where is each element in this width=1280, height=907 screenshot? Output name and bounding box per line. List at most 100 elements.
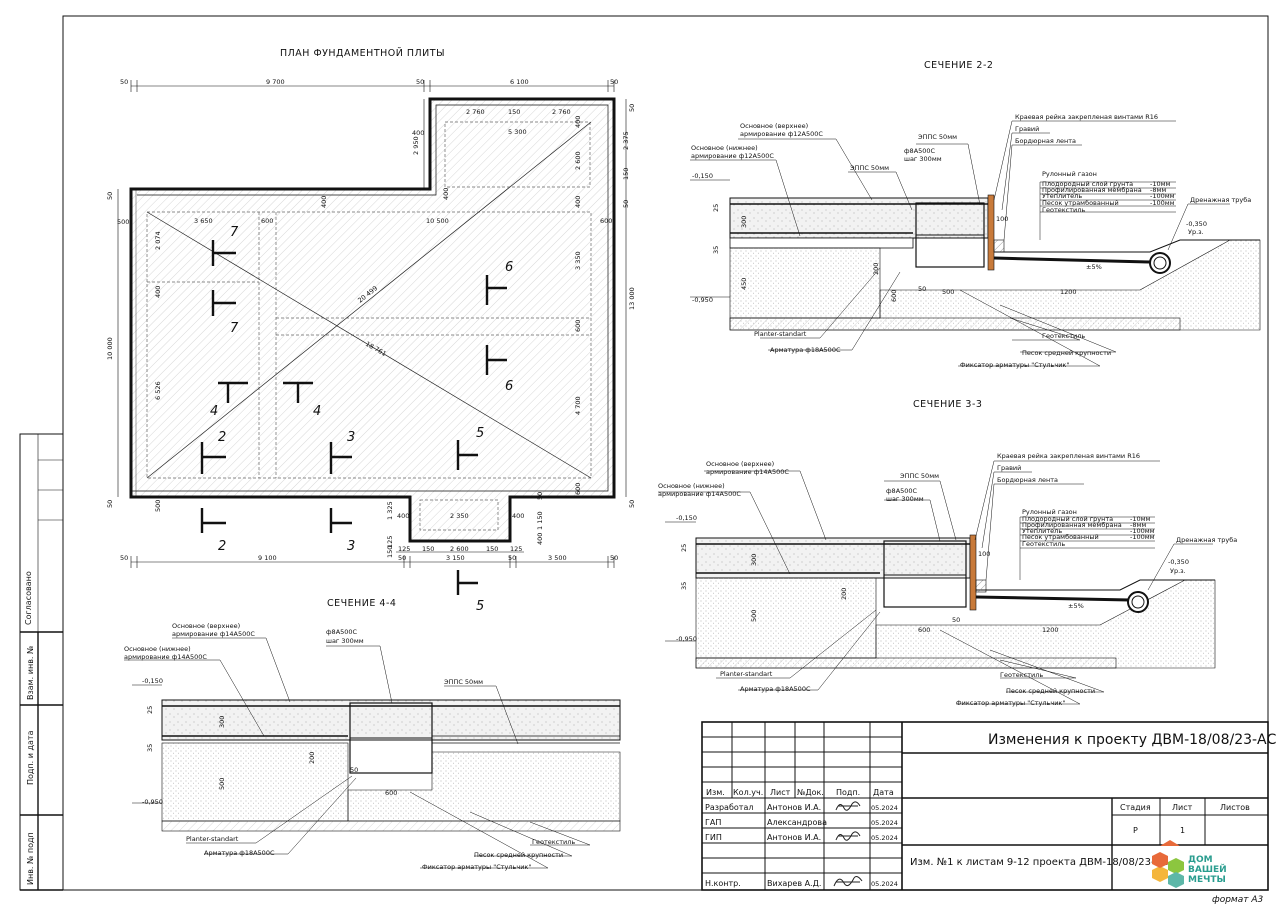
dim-inner-14: 2 350 (450, 512, 469, 520)
s44-d35: 35 (146, 744, 154, 752)
r2-role: ГАП (705, 818, 721, 827)
dim-inner-1: 150 (508, 108, 520, 116)
s22-rail: Краевая рейка закрепленая винтами R16 (1015, 113, 1158, 121)
foundation-plan: ПЛАН ФУНДАМЕНТНОЙ ПЛИТЫ 20 499 18 761 50… (106, 47, 636, 614)
dim-right-7: 4 700 (574, 396, 582, 415)
r4-name: Вихарев А.Д. (767, 879, 821, 888)
dim-bot-5: 3 500 (548, 554, 567, 562)
margin-agreed: Согласовано (24, 571, 33, 625)
s44-stirrup: ф8А500С (326, 628, 358, 636)
s22-d600: 600 (890, 290, 898, 302)
dim-left-6: 500 (154, 500, 162, 512)
s33-drain: Дренажная труба (1176, 536, 1237, 544)
s22-sand: Песок утрамбованный (1042, 199, 1119, 207)
s33-sand-v: -100мм (1130, 533, 1155, 541)
s33-armat: Арматура ф18А500С (740, 685, 811, 693)
dim-inner-11: 400 (442, 188, 450, 200)
s22-epps2: ЭППС 50мм (918, 133, 957, 141)
s33-rail: Краевая рейка закрепленая винтами R16 (997, 452, 1140, 460)
title-block: Изм. Кол.уч. Лист №Док. Подп. Дата Разра… (701, 721, 1277, 891)
s33-d100: 100 (978, 550, 990, 558)
margin-sign-date: Подп. и дата (26, 730, 35, 785)
s44-d300: 300 (218, 716, 226, 728)
s33-stirrup2: шаг 300мм (886, 495, 924, 503)
s44-d25: 25 (146, 706, 154, 714)
plan-title: ПЛАН ФУНДАМЕНТНОЙ ПЛИТЫ (280, 47, 445, 59)
s22-membrane: Профилированная мембрана (1042, 186, 1142, 194)
s33-stirrup: ф8А500С (886, 487, 918, 495)
dim-inner-16: 400 (512, 512, 524, 520)
s33-d35: 35 (680, 582, 688, 590)
s22-lawn: Рулонный газон (1042, 170, 1097, 178)
s22-stirrup: ф8А500С (904, 147, 936, 155)
s33-d600: 600 (918, 626, 930, 634)
dim-inner-6: 10 500 (426, 217, 449, 225)
stamp-title: Изменения к проекту ДВМ-18/08/23-АС (988, 732, 1277, 748)
dim-inner-7: 2 600 (574, 151, 582, 170)
format-label: формат А3 (1212, 895, 1263, 905)
s22-slope: ±5% (1086, 263, 1102, 271)
s33-d300: 300 (750, 554, 758, 566)
s33-insul: Утеплитель (1022, 527, 1062, 535)
dim-bot-4: 50 (508, 554, 516, 562)
s44-geo: Геотекстиль (532, 838, 575, 846)
s22-stirrup2: шаг 300мм (904, 155, 942, 163)
dim-right-5: 3 350 (574, 251, 582, 270)
s33-d25: 25 (680, 544, 688, 552)
sec22-title: СЕЧЕНИЕ 2-2 (924, 60, 993, 71)
sec44-title: СЕЧЕНИЕ 4-4 (327, 598, 396, 609)
dim-right-1: 50 (628, 104, 636, 112)
hdr-list: Лист (770, 788, 791, 797)
dim-left-1: 50 (106, 192, 114, 200)
s22-d1200: 1200 (1060, 288, 1077, 296)
s33-lvl2: -0,950 (676, 635, 697, 643)
s44-armat: Арматура ф18А500С (204, 849, 275, 857)
hdr-date: Дата (873, 788, 894, 797)
signature-icons (833, 801, 863, 887)
dim-right-0: 13 000 (628, 287, 636, 310)
cut-2a: 2 (218, 430, 226, 445)
margin-inv-sub: Взам. инв. № (26, 645, 35, 700)
dim-inner-19: 50 (536, 492, 544, 500)
s33-epps: ЭППС 50мм (900, 472, 939, 480)
cut-3b: 3 (347, 539, 355, 554)
s33-gravel: Гравий (997, 464, 1021, 472)
s33-border: Бордюрная лента (997, 476, 1058, 484)
dim-left-4: 400 (154, 286, 162, 298)
s44-bot-rebar2: армирование ф14А500С (124, 653, 207, 661)
s22-d50: 50 (918, 285, 926, 293)
s44-d200: 200 (308, 752, 316, 764)
r2-date: 05.2024 (871, 819, 898, 827)
dim-right-8: 50 (622, 200, 630, 208)
dim-right-3: 2 375 (622, 131, 630, 150)
s33-sandmid: Песок средней крупности (1006, 687, 1095, 695)
dim-left-7: 50 (106, 500, 114, 508)
dim-right-2: 50 (628, 500, 636, 508)
cut-7a: 7 (230, 225, 239, 240)
r1-date: 05.2024 (871, 804, 898, 812)
s44-d600: 600 (385, 789, 397, 797)
dim-inner-12: 600 (600, 217, 612, 225)
s22-d100: 100 (996, 215, 1008, 223)
dim-left-0: 10 000 (106, 337, 114, 360)
sheet-hdr: Лист (1172, 803, 1193, 812)
dim-bot-6: 50 (610, 554, 618, 562)
dim-bi-1: 150 (422, 545, 434, 553)
dim-inner-13: 600 (574, 483, 582, 495)
s33-d200: 200 (840, 588, 848, 600)
s22-epps: ЭППС 50мм (850, 164, 889, 172)
dim-top-3: 6 100 (510, 78, 529, 86)
s22-d200: 200 (872, 263, 880, 275)
r3-name: Антонов И.А. (767, 833, 821, 842)
hdr-doc: №Док. (797, 788, 824, 797)
hdr-izm: Изм. (706, 788, 725, 797)
s22-bot-rebar2: армирование ф12А500С (691, 152, 774, 160)
s44-planter: Planter-standart (186, 835, 239, 843)
cut-4a: 4 (210, 404, 218, 419)
dim-inner-21: 125 (386, 536, 394, 548)
cut-6a: 6 (505, 260, 513, 275)
cut-2b: 2 (218, 539, 226, 554)
s22-armat: Арматура ф18А500С (770, 346, 841, 354)
s33-fix: Фиксатор арматуры "Стульчик" (956, 699, 1065, 707)
cut-markers (200, 240, 507, 595)
